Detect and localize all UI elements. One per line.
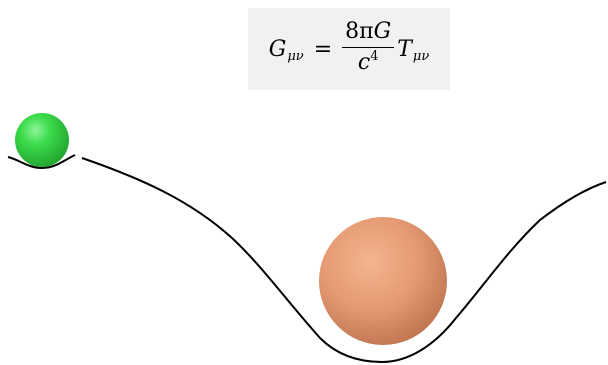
small-mass-ball — [15, 113, 69, 167]
large-mass-ball — [319, 217, 447, 345]
